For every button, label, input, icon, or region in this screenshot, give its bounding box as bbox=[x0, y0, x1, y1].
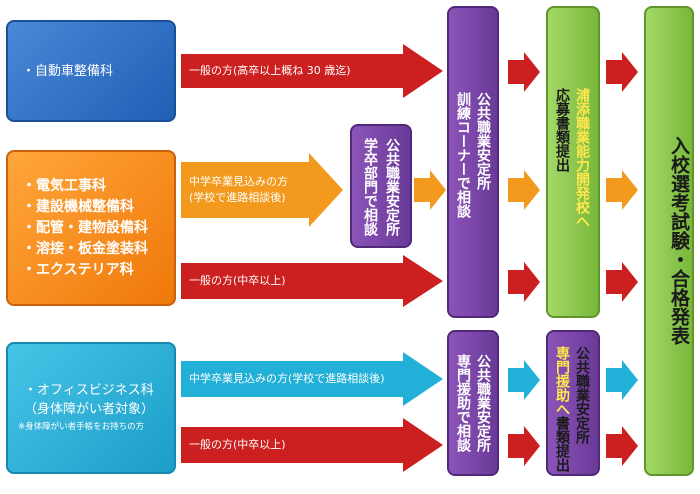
box-training: 公共職業安定所 訓練コーナーで相談 bbox=[447, 6, 499, 318]
arrow-shape bbox=[508, 262, 540, 302]
source-item: ・溶接・板金塗装科 bbox=[22, 240, 148, 257]
box-text: 応募書類提出 bbox=[554, 88, 570, 172]
arrow-label: 中学卒業見込みの方(学校で進路相談後) bbox=[189, 372, 385, 385]
box-final: 入校選考試験・合格発表 bbox=[644, 6, 694, 476]
source-item: ・建設機械整備科 bbox=[22, 198, 134, 215]
source-note: ※身体障がい者手帳をお持ちの方 bbox=[18, 422, 145, 432]
source-item: ・エクステリア科 bbox=[22, 261, 134, 278]
source-item: ・電気工事科 bbox=[22, 177, 106, 194]
box-text-highlight: 浦添職業能力開発校へ bbox=[574, 88, 590, 228]
box-text: 公共職業安定所 bbox=[574, 346, 590, 444]
arrow-apply-to-final-4 bbox=[606, 360, 638, 400]
arrow-shape bbox=[606, 262, 638, 302]
arrow-training-to-apply-1 bbox=[508, 52, 540, 92]
arrow-apply-to-final-1 bbox=[606, 52, 638, 92]
arrow-apply-to-final-3 bbox=[606, 262, 638, 302]
source-box-office: ・オフィスビジネス科 （身体障がい者対象） ※身体障がい者手帳をお持ちの方 bbox=[6, 342, 176, 474]
source-item: （身体障がい者対象） bbox=[24, 402, 155, 417]
source-item: ・配管・建物設備科 bbox=[22, 219, 148, 236]
arrow-shape bbox=[181, 44, 443, 98]
source-box-auto: ・自動車整備科 bbox=[6, 20, 176, 122]
arrow-general-group2: 一般の方(中卒以上) bbox=[181, 255, 443, 307]
arrow-shape bbox=[606, 52, 638, 92]
box-text: 専門援助で相談 bbox=[455, 354, 471, 452]
arrow-shape bbox=[508, 170, 540, 210]
box-text: 公共職業安定所 bbox=[384, 138, 400, 236]
source-item: ・自動車整備科 bbox=[22, 63, 114, 79]
box-apply-school: 浦添職業能力開発校へ 応募書類提出 bbox=[546, 6, 600, 318]
arrow-label: 一般の方(中卒以上) bbox=[189, 274, 286, 287]
arrow-label: 一般の方(中卒以上) bbox=[189, 438, 286, 451]
arrow-specialist-to-apply-1 bbox=[508, 360, 540, 400]
arrow-shape bbox=[181, 255, 443, 307]
source-item: ・オフィスビジネス科 bbox=[24, 383, 154, 398]
arrow-junior-group2: 中学卒業見込みの方 (学校で進路相談後) bbox=[181, 153, 343, 227]
box-text: 書類提出 bbox=[554, 416, 570, 472]
box-apply-specialist: 公共職業安定所 専門援助へ書類提出 bbox=[546, 330, 600, 476]
arrow-label: 中学卒業見込みの方 bbox=[189, 175, 288, 188]
arrow-junior-office: 中学卒業見込みの方(学校で進路相談後) bbox=[181, 352, 443, 406]
arrow-shape bbox=[606, 360, 638, 400]
arrow-label: (学校で進路相談後) bbox=[189, 191, 286, 204]
arrow-shape bbox=[414, 170, 446, 210]
arrow-shape bbox=[508, 52, 540, 92]
arrow-specialist-to-apply-2 bbox=[508, 426, 540, 466]
box-text: 公共職業安定所 bbox=[475, 354, 491, 452]
arrow-shape bbox=[181, 418, 443, 472]
box-text: 公共職業安定所 bbox=[475, 92, 491, 190]
arrow-training-to-apply-3 bbox=[508, 262, 540, 302]
box-school-dept: 公共職業安定所 学卒部門で相談 bbox=[350, 124, 412, 248]
arrow-general-auto: 一般の方(高卒以上概ね 30 歳迄) bbox=[181, 44, 443, 98]
box-specialist: 公共職業安定所 専門援助で相談 bbox=[447, 330, 499, 476]
arrow-shape bbox=[606, 170, 638, 210]
source-box-group2: ・電気工事科 ・建設機械整備科 ・配管・建物設備科 ・溶接・板金塗装科 ・エクス… bbox=[6, 150, 176, 306]
arrow-school-to-training bbox=[414, 170, 446, 210]
arrow-shape bbox=[181, 352, 443, 406]
arrow-shape bbox=[181, 153, 343, 227]
arrow-apply-to-final-2 bbox=[606, 170, 638, 210]
arrow-training-to-apply-2 bbox=[508, 170, 540, 210]
arrow-label: 一般の方(高卒以上概ね 30 歳迄) bbox=[189, 64, 351, 77]
arrow-shape bbox=[606, 426, 638, 466]
arrow-shape bbox=[508, 426, 540, 466]
box-text: 入校選考試験・合格発表 bbox=[668, 136, 690, 345]
arrow-general-office: 一般の方(中卒以上) bbox=[181, 418, 443, 472]
box-text: 学卒部門で相談 bbox=[362, 138, 378, 236]
arrow-shape bbox=[508, 360, 540, 400]
box-text: 訓練コーナーで相談 bbox=[455, 92, 471, 218]
arrow-apply-to-final-5 bbox=[606, 426, 638, 466]
box-text-highlight: 専門援助へ bbox=[554, 346, 570, 416]
